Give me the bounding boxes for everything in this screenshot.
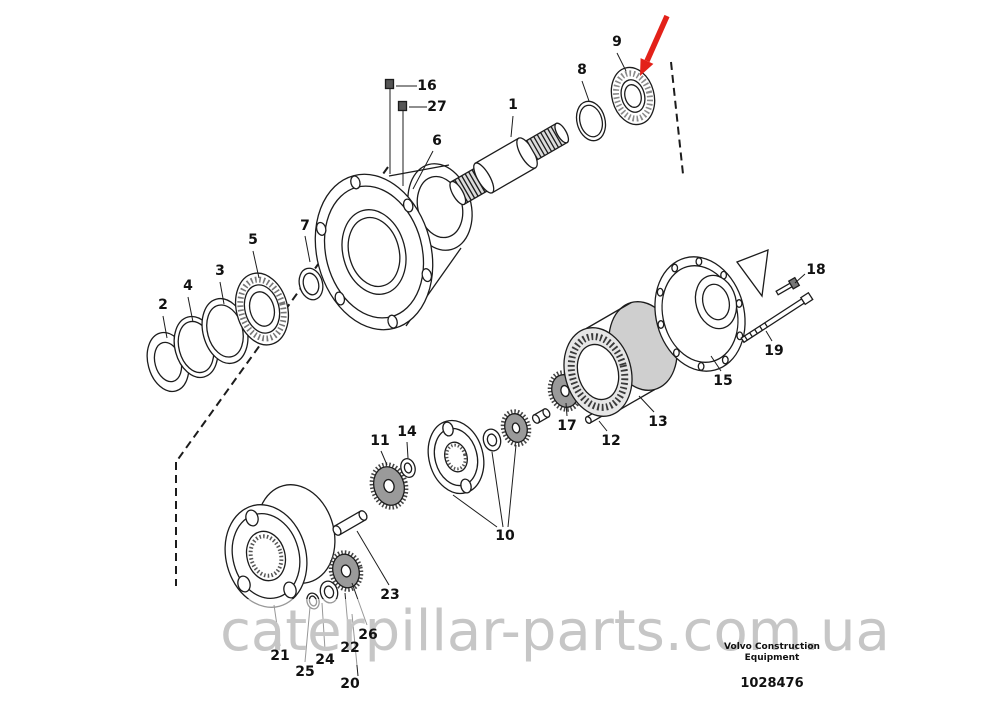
part-label-3: 3	[215, 263, 225, 279]
part-6-hub	[314, 163, 473, 331]
part-label-18: 18	[806, 262, 826, 278]
part-label-8: 8	[577, 62, 587, 78]
part-label-24: 24	[315, 652, 335, 668]
part-label-17: 17	[557, 418, 577, 434]
part-7-o-ring	[298, 267, 324, 301]
part-label-26: 26	[358, 627, 378, 643]
part-label-27: 27	[427, 99, 447, 115]
document-number: 1028476	[740, 676, 804, 691]
part-label-13: 13	[648, 414, 668, 430]
part-label-16: 16	[417, 78, 437, 94]
part-label-11: 11	[370, 433, 390, 449]
part-label-6: 6	[432, 133, 442, 149]
footer-block: Volvo Construction Equipment 1028476	[712, 642, 832, 691]
part-23-pin	[332, 510, 368, 536]
red-arrow-annotation	[640, 14, 670, 76]
red-arrow-head	[640, 58, 654, 76]
phantom-boundary-lines	[175, 61, 684, 586]
part-19-stud	[740, 291, 814, 344]
part-label-2: 2	[158, 297, 168, 313]
part-label-12: 12	[601, 433, 621, 449]
part-15-cover	[654, 248, 769, 372]
brand-line-1: Volvo Construction	[724, 642, 820, 652]
part-label-14: 14	[397, 424, 417, 440]
red-arrow-shaft	[644, 14, 670, 63]
part-label-23: 23	[380, 587, 400, 603]
part-9-bearing	[610, 66, 656, 126]
part-10-carrier-group	[427, 408, 551, 495]
watermark: caterpillar-parts.com.ua	[0, 599, 1000, 665]
part-label-19: 19	[764, 343, 784, 359]
part-label-15: 15	[713, 373, 733, 389]
part-3-ring	[201, 297, 249, 365]
part-label-4: 4	[183, 278, 193, 294]
part-label-10: 10	[495, 528, 515, 544]
part-label-5: 5	[248, 232, 258, 248]
part-21-planet-carrier	[224, 484, 336, 608]
part-label-7: 7	[300, 218, 310, 234]
part-14-washer	[400, 457, 416, 479]
part-label-25: 25	[295, 664, 315, 680]
part-8-o-ring	[575, 100, 607, 142]
brand-line-2: Equipment	[744, 653, 800, 663]
part-label-20: 20	[340, 676, 360, 692]
part-1-drive-shaft	[449, 122, 570, 206]
part-5-bearing	[234, 272, 290, 346]
part-label-21: 21	[270, 648, 290, 664]
part-11-planet-gear	[369, 462, 409, 510]
part-label-1: 1	[508, 97, 518, 113]
part-16-bolt	[384, 78, 395, 174]
part-27-bolt	[397, 100, 408, 186]
part-18-bolt	[775, 276, 801, 296]
part-label-9: 9	[612, 34, 622, 50]
part-26-gear	[328, 550, 364, 592]
part-label-22: 22	[340, 640, 360, 656]
